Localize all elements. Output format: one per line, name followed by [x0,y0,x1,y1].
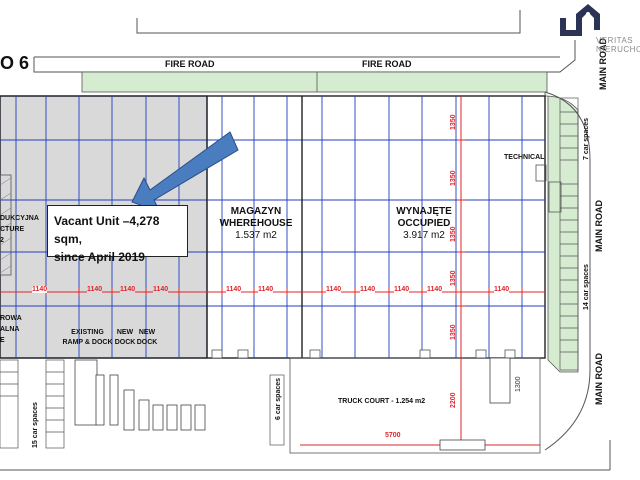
left-partial-line-2: CTURE [0,226,25,233]
dim-1140-g: 1140 [326,286,342,293]
dim-1350-e: 1350 [450,324,457,340]
warehouse-label: MAGAZYN WHEREHOUSE 1.537 m2 [210,206,302,242]
main-road-curve [544,91,591,451]
dim-1140-c: 1140 [120,286,136,293]
dim-1140-h: 1140 [360,286,376,293]
dim-5700: 5700 [385,432,401,439]
hatch-lines [0,177,12,274]
dimension-ticks [45,288,523,296]
dim-1350-c: 1350 [450,226,457,242]
dim-1140-b: 1140 [87,286,103,293]
logo-text-line-2: NIERUCHO [596,45,640,54]
occupied-label: WYNAJĘTE OCCUPIED 3.917 m2 [378,206,470,242]
dim-1140-d: 1140 [153,286,169,293]
dim-1350-d: 1350 [450,270,457,286]
main-road-middle-label: MAIN ROAD [594,200,604,252]
parking-six-label: 6 car spaces [275,377,282,420]
fire-road-right-label: FIRE ROAD [362,59,412,69]
technical-annex [548,181,562,213]
parking-stalls-lower-left [0,359,65,449]
callout-line-1: Vacant Unit –4,278 sqm, [54,214,160,246]
left-partial-line-3: 2 [0,237,4,244]
warehouse-name-en: WHEREHOUSE [219,218,293,229]
court-truck-bottom [439,439,486,451]
dim-1140-f: 1140 [258,286,274,293]
occupied-area: 3.917 m2 [403,230,445,241]
new-dock-2-line-1: NEW [138,329,156,336]
left-lower-line-2: ALNA [0,326,20,333]
left-lower-line-1: ROWA [0,315,22,322]
dock-doors [211,349,516,359]
main-road-bottom-label: MAIN ROAD [594,353,604,405]
title-fragment: O 6 [0,53,30,73]
callout-line-2: since April 2019 [54,250,145,264]
dim-1350-a: 1350 [450,114,457,130]
dim-1300: 1300 [515,376,522,392]
new-dock-1-line-2: DOCK [114,339,136,346]
fire-road-left-label: FIRE ROAD [165,59,215,69]
dim-1140-j: 1140 [427,286,443,293]
road-outline-top [33,10,576,73]
existing-dock-label: EXISTING RAMP & DOCK [60,328,115,348]
green-road-strips [81,71,579,373]
dim-1140-i: 1140 [394,286,410,293]
dim-1140-k: 1140 [494,286,510,293]
new-dock-1-line-1: NEW [116,329,134,336]
warehouse-name-pl: MAGAZYN [230,206,282,217]
new-dock-2-line-2: DOCK [136,339,158,346]
truck-court-outline [289,357,541,454]
left-lower-line-3: E [0,337,5,344]
building-outline [0,95,546,359]
dim-2200: 2200 [450,392,457,408]
new-dock-2-label: NEW DOCK [136,328,158,348]
parking-seven-label: 7 car spaces [583,117,590,160]
logo-text-line-1: VERITAS [596,36,634,45]
hatched-column [0,174,12,276]
dim-1140-a: 1140 [32,286,48,293]
court-parking [269,374,285,446]
trucks [74,359,206,431]
technical-label: TECHNICAL [504,154,545,161]
occupied-name-pl: WYNAJĘTE [396,206,452,217]
parking-fifteen-label: 15 car spaces [32,402,39,448]
existing-dock-line-1: EXISTING [71,329,104,336]
left-partial-label: DUKCYJNA CTURE 2 [0,213,39,246]
existing-dock-line-2: RAMP & DOCK [62,339,113,346]
left-partial-line-1: DUKCYJNA [0,215,39,222]
warehouse-area: 1.537 m2 [235,230,277,241]
veritas-logo-mark [560,4,600,36]
vacant-unit-callout: Vacant Unit –4,278 sqm, since April 2019 [47,205,188,264]
dim-1350-b: 1350 [450,170,457,186]
truck-court-label: TRUCK COURT - 1.254 m2 [338,398,426,405]
new-dock-1-label: NEW DOCK [114,328,136,348]
left-partial-lower-label: ROWA ALNA E [0,313,22,346]
court-truck [489,357,511,404]
occupied-name-en: OCCUPIED [397,218,451,229]
dim-1140-e: 1140 [226,286,242,293]
parking-fourteen-label: 14 car spaces [583,264,590,310]
technical-box [535,164,547,182]
parking-stalls-right [559,97,579,371]
